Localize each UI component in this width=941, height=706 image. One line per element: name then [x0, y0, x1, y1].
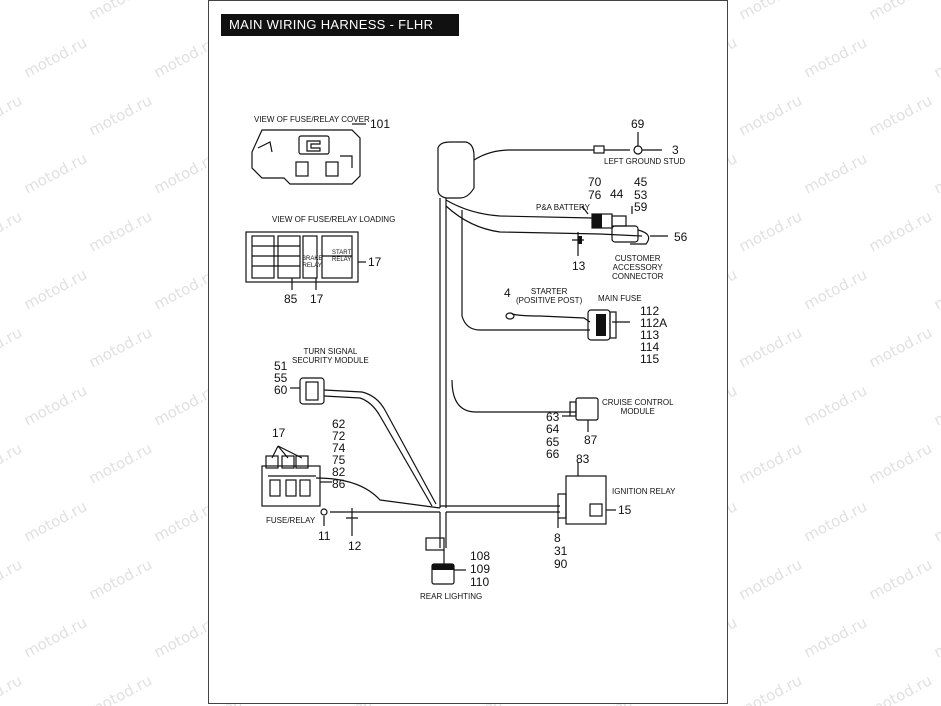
callout-56: 56 — [674, 230, 688, 244]
fuse-loading-label: VIEW OF FUSE/RELAY LOADING — [272, 215, 396, 224]
callout-112a: 112A — [640, 316, 668, 330]
callout-51: 51 — [274, 359, 288, 373]
callout-70: 70 — [588, 175, 602, 189]
pa-battery-label: P&A BATTERY — [536, 203, 590, 212]
callout-115: 115 — [640, 352, 660, 366]
callout-4: 4 — [504, 286, 511, 300]
callout-113: 113 — [640, 328, 660, 342]
callout-17-fuse-relay: 17 — [272, 426, 286, 440]
callout-17-bottom: 17 — [310, 292, 324, 306]
callout-85: 85 — [284, 292, 298, 306]
fuse-relay-cover — [251, 129, 361, 185]
callout-59: 59 — [634, 200, 648, 214]
callout-114: 114 — [640, 340, 660, 354]
main-harness-trunk — [261, 132, 668, 585]
callout-12: 12 — [348, 539, 362, 553]
callout-45: 45 — [634, 175, 648, 189]
callout-15: 15 — [618, 503, 632, 517]
callout-86: 86 — [332, 477, 346, 491]
callout-53: 53 — [634, 188, 648, 202]
page-title: MAIN WIRING HARNESS - FLHR — [221, 14, 459, 36]
starter-positive-post-label: STARTER(POSITIVE POST) — [516, 287, 583, 305]
callout-3: 3 — [672, 143, 679, 157]
callout-69: 69 — [631, 117, 645, 131]
ignition-relay-label: IGNITION RELAY — [612, 487, 676, 496]
callout-74: 74 — [332, 441, 346, 455]
fuse-cover-label: VIEW OF FUSE/RELAY COVER — [254, 115, 370, 124]
callout-90: 90 — [554, 557, 568, 571]
callout-63: 63 — [546, 410, 560, 424]
callout-108: 108 — [470, 549, 491, 563]
callout-87: 87 — [584, 433, 598, 447]
callout-13: 13 — [572, 259, 586, 273]
callout-101: 101 — [370, 117, 391, 131]
callout-65: 65 — [546, 435, 560, 449]
main-fuse-label: MAIN FUSE — [598, 294, 642, 303]
rear-lighting-label: REAR LIGHTING — [420, 592, 483, 601]
fuse-relay-loading-view — [245, 231, 366, 290]
callout-17-loading: 17 — [368, 255, 382, 269]
callout-8: 8 — [554, 531, 561, 545]
callout-60: 60 — [274, 383, 288, 397]
callout-109: 109 — [470, 562, 491, 576]
callout-55: 55 — [274, 371, 288, 385]
callout-31: 31 — [554, 544, 568, 558]
callout-83: 83 — [576, 452, 590, 466]
callout-72: 72 — [332, 429, 346, 443]
callout-112: 112 — [640, 304, 660, 318]
callout-62: 62 — [332, 417, 346, 431]
left-ground-stud-label: LEFT GROUND STUD — [604, 157, 686, 166]
callout-110: 110 — [470, 575, 490, 589]
callout-66: 66 — [546, 447, 560, 461]
fuse-relay-label: FUSE/RELAY — [266, 516, 316, 525]
callout-11: 11 — [318, 529, 331, 543]
callout-82: 82 — [332, 465, 346, 479]
callout-76: 76 — [588, 188, 602, 202]
callout-75: 75 — [332, 453, 346, 467]
callout-64: 64 — [546, 422, 560, 436]
callout-44: 44 — [610, 187, 624, 201]
diagram-frame — [208, 0, 728, 704]
